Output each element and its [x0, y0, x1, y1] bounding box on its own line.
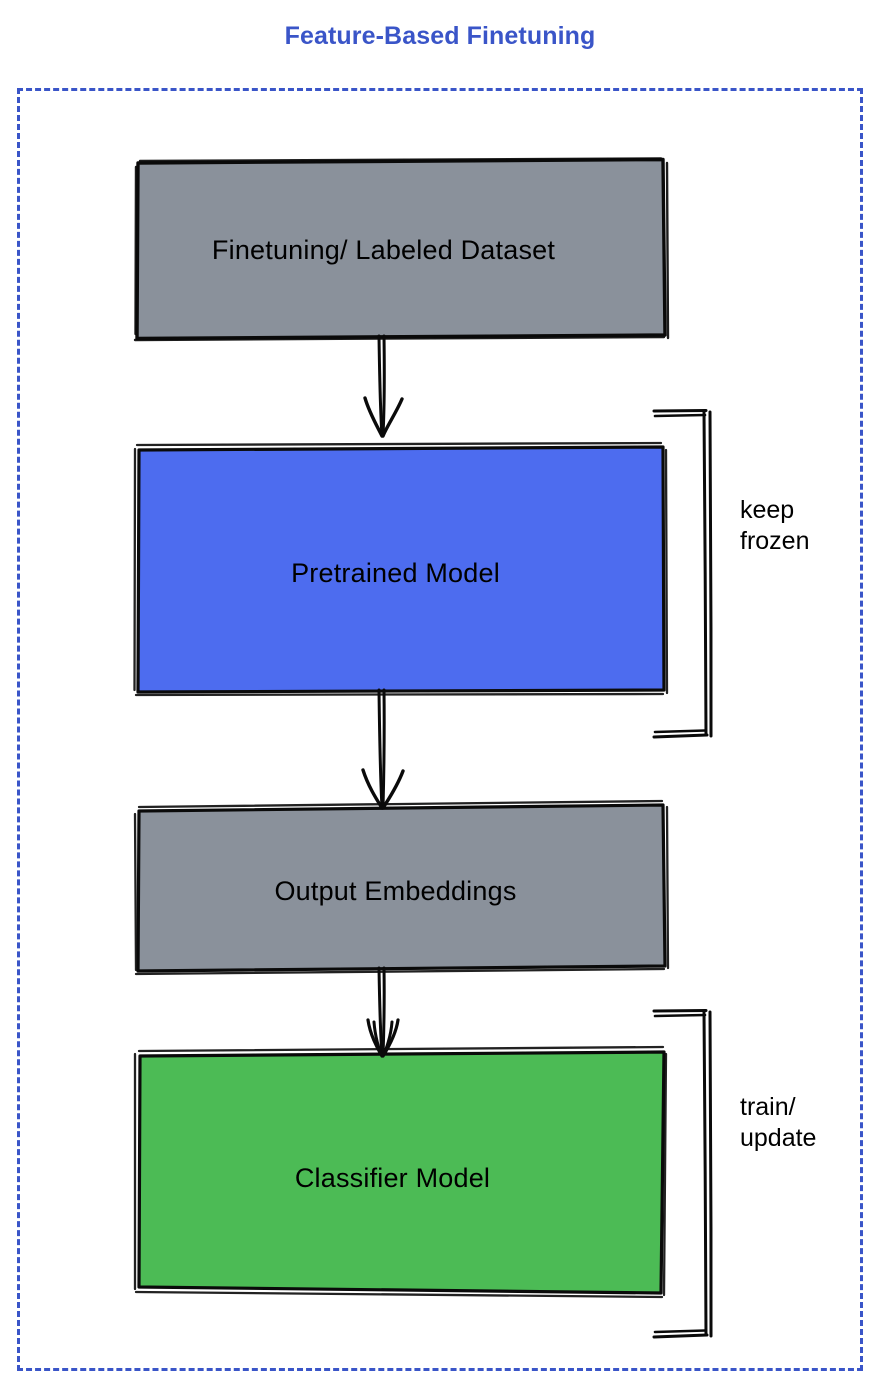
dashed-frame-border — [17, 88, 863, 1371]
node-classifier-label: Classifier Model — [294, 1163, 491, 1193]
annotation-train-update: train/ update — [740, 1092, 816, 1153]
node-classifier-shape — [133, 1045, 668, 1299]
node-dataset[interactable]: Finetuning/ Labeled Dataset — [133, 157, 670, 342]
node-dataset-label: Finetuning/ Labeled Dataset — [211, 235, 556, 265]
bracket-train-update — [652, 1009, 713, 1339]
node-classifier[interactable]: Classifier Model — [133, 1045, 668, 1299]
annotation-keep-frozen-line1: keep — [740, 496, 795, 524]
page-title: Feature-Based Finetuning — [284, 22, 596, 50]
arrow-dataset-to-pretrained — [363, 334, 404, 438]
node-embeddings[interactable]: Output Embeddings — [133, 799, 670, 976]
annotation-keep-frozen-line2: frozen — [740, 526, 810, 555]
arrow-pretrained-to-embeddings — [361, 688, 405, 810]
node-embeddings-label: Output Embeddings — [274, 875, 517, 906]
node-dataset-shape — [133, 157, 670, 342]
node-pretrained-label: Pretrained Model — [291, 558, 500, 588]
annotation-train-update-line1: train/ — [740, 1093, 796, 1121]
bracket-keep-frozen — [652, 409, 713, 739]
node-embeddings-shape — [133, 799, 670, 976]
annotation-keep-frozen: keep frozen — [740, 495, 809, 556]
node-pretrained[interactable]: Pretrained Model — [133, 441, 669, 697]
node-pretrained-shape — [133, 441, 669, 697]
annotation-train-update-line2: update — [740, 1123, 817, 1152]
arrow-embeddings-to-classifier — [366, 966, 400, 1058]
